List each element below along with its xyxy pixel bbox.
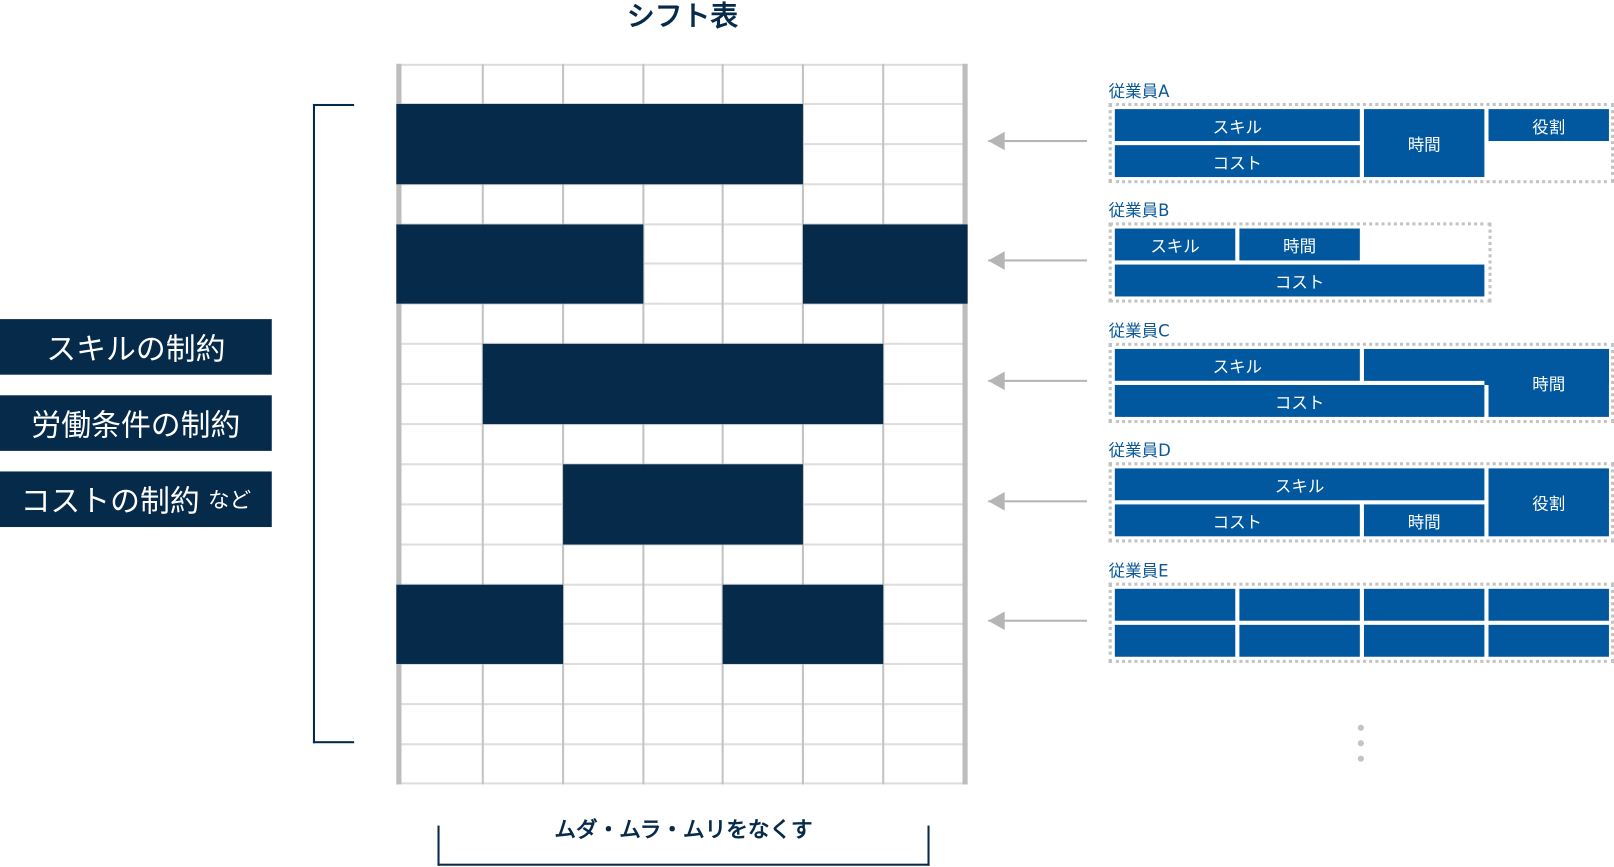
employee-name: 従業員C: [1108, 321, 1170, 341]
empty-cell: [1363, 624, 1485, 657]
employee-card-e: [1108, 582, 1614, 663]
ellipsis-dot-icon: [1357, 740, 1364, 747]
role-cell: 役割: [1488, 109, 1609, 142]
skill-cell: スキル: [1114, 228, 1236, 261]
constraint-skill: スキルの制約: [0, 319, 272, 375]
constraint-cost: コストの制約など: [0, 471, 272, 528]
shift-bar: [396, 584, 564, 665]
time-cell: 時間: [1363, 109, 1485, 178]
grid-column-line: [801, 63, 804, 785]
empty-cell: [1239, 588, 1360, 621]
shift-table: [396, 63, 968, 785]
constraint-labor: 労働条件の制約: [0, 395, 272, 451]
grid-row-line: [396, 302, 968, 306]
time-cell: 時間: [1488, 348, 1609, 417]
cost-cell: コスト: [1114, 384, 1485, 417]
arrow-left-icon: [988, 251, 1088, 270]
grid-row-line: [396, 703, 968, 706]
ellipsis-dot-icon: [1357, 755, 1364, 762]
grid-row-line: [396, 222, 968, 225]
shift-bar: [563, 464, 803, 545]
employee-name: 従業員E: [1108, 561, 1169, 581]
constraint-suffix: など: [207, 487, 252, 513]
grid-row-line: [396, 63, 968, 66]
employee-card-a: スキル コスト 時間 役割: [1108, 102, 1614, 184]
constraint-label: コストの制約: [20, 483, 200, 519]
grid-row-line: [396, 663, 968, 666]
time-cell: 時間: [1239, 228, 1360, 261]
arrow-left-icon: [988, 611, 1088, 630]
shift-bar: [722, 584, 884, 665]
grid-row-line: [396, 782, 968, 785]
employee-name: 従業員B: [1108, 200, 1170, 221]
empty-cell: [1114, 588, 1236, 621]
skill-cell: スキル: [1114, 348, 1360, 381]
grid-row-line: [396, 623, 968, 626]
shift-bar: [482, 344, 884, 425]
role-cell: 役割: [1488, 468, 1609, 537]
grid-column-line: [642, 63, 645, 785]
grid-row-line: [396, 543, 968, 546]
grid-edge: [396, 63, 402, 785]
shift-bar: [396, 103, 803, 184]
grid-row-line: [396, 423, 968, 426]
grid-column-line: [882, 63, 885, 785]
arrow-left-icon: [988, 371, 1088, 391]
grid-column-line: [562, 63, 565, 785]
empty-cell: [1488, 588, 1609, 621]
empty-cell: [1488, 624, 1609, 657]
constraint-label: スキルの制約: [46, 331, 226, 367]
empty-cell: [1114, 624, 1236, 657]
skill-cell: スキル: [1114, 468, 1485, 501]
grid-row-line: [396, 262, 968, 266]
grid-column-line: [721, 63, 724, 785]
grid-row-line: [396, 743, 968, 746]
cost-cell: コスト: [1114, 264, 1485, 297]
employee-card-d: スキル コスト 時間 役割: [1108, 462, 1614, 543]
grid-row-line: [396, 583, 968, 586]
grid-row-line: [396, 182, 968, 185]
diagram-title: シフト表: [626, 1, 739, 33]
skill-cell: スキル: [1114, 109, 1360, 142]
grid-edge: [962, 63, 968, 785]
shift-bar: [802, 223, 968, 304]
left-bracket: [312, 103, 355, 744]
cost-cell: コスト: [1114, 145, 1360, 178]
arrow-left-icon: [988, 492, 1088, 511]
employee-name: 従業員D: [1108, 440, 1171, 461]
time-cell: 時間: [1363, 504, 1485, 537]
cost-cell: コスト: [1114, 504, 1360, 537]
bottom-bracket: [437, 825, 930, 866]
bottom-caption: ムダ・ムラ・ムリをなくす: [554, 817, 813, 843]
employee-name: 従業員A: [1108, 81, 1170, 101]
ellipsis-dot-icon: [1357, 724, 1364, 731]
empty-cell: [1239, 624, 1360, 657]
employee-card-c: スキル コスト 時間: [1108, 342, 1614, 424]
shift-bar: [396, 223, 644, 304]
empty-cell: [1363, 588, 1485, 621]
employee-card-b: スキル 時間 コスト: [1108, 222, 1492, 303]
constraint-label: 労働条件の制約: [31, 407, 241, 443]
arrow-left-icon: [988, 131, 1088, 151]
grid-column-line: [481, 63, 484, 785]
